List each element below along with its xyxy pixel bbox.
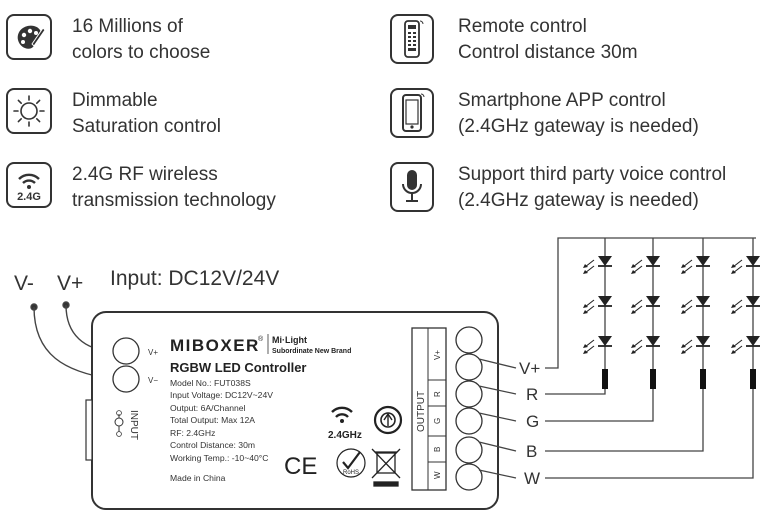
palette-icon: [6, 14, 52, 60]
feature-phone-line2: (2.4GHz gateway is needed): [458, 116, 699, 137]
output-terminal-block: [411, 327, 447, 491]
led-diode-icon: [631, 296, 660, 314]
led-diode-icon: [681, 296, 710, 314]
wire-r: [545, 389, 606, 395]
output-label-vplus: V+: [519, 359, 540, 378]
feature-rf-line2: transmission technology: [72, 190, 276, 211]
led-diode-icon: [731, 256, 760, 274]
spec-line: Total Output: Max 12A: [170, 415, 255, 425]
output-terminal-vplus-2: [455, 353, 483, 381]
weee-bin-icon: [371, 448, 401, 487]
led-diode-icon: [681, 336, 710, 354]
output-term-label: W: [433, 471, 442, 479]
input-terminal-vminus: [112, 365, 140, 393]
spec-line: Input Voltage: DC12V~24V: [170, 390, 273, 400]
microphone-icon: [390, 162, 434, 212]
led-diode-icon: [731, 336, 760, 354]
spec-line: Working Temp.: -10~40°C: [170, 453, 268, 463]
input-terminal-vplus: [112, 337, 140, 365]
output-term-label: G: [433, 418, 442, 424]
led-diode-icon: [731, 296, 760, 314]
pairing-icon: [373, 405, 403, 435]
output-label-g: G: [526, 412, 539, 431]
wire-vplus-bus: [545, 237, 756, 369]
led-diode-icon: [583, 256, 612, 274]
output-terminal-vplus: [455, 326, 483, 354]
wifi-2.4g-icon: 2.4G: [6, 162, 52, 208]
output-term-label: B: [433, 447, 442, 452]
feature-colors: 16 Millions of colors to choose: [6, 14, 210, 66]
led-diode-icon: [681, 256, 710, 274]
feature-rf-line1: 2.4G RF wireless: [72, 164, 218, 185]
output-terminal-b: [455, 436, 483, 464]
led-diode-icon: [583, 336, 612, 354]
feature-voice: Support third party voice control (2.4GHz…: [390, 162, 726, 214]
led-diode-icon: [631, 256, 660, 274]
rf-badge: 2.4GHz: [328, 430, 362, 441]
feature-phone-line1: Smartphone APP control: [458, 90, 666, 111]
feature-colors-line2: colors to choose: [72, 42, 211, 63]
led-diode-icon: [631, 336, 660, 354]
sun-icon: [6, 88, 52, 134]
product-name: RGBW LED Controller: [170, 360, 307, 375]
rohs-icon: RoHS: [336, 448, 366, 478]
wire-b: [545, 389, 704, 452]
output-tag: OUTPUT: [416, 391, 427, 432]
led-diode-icon: [583, 296, 612, 314]
spec-line: Model No.: FUT038S: [170, 378, 251, 388]
brand-reg: ®: [258, 335, 264, 343]
remote-icon: [390, 14, 434, 64]
resistor-icon: [650, 369, 656, 389]
led-strings: [583, 248, 760, 389]
feature-rf: 2.4G 2.4G RF wireless transmission techno…: [6, 162, 276, 214]
output-terminal-r: [455, 380, 483, 408]
input-tag: INPUT: [128, 410, 139, 440]
feature-dimmable-line1: Dimmable: [72, 90, 158, 111]
dc-plug-icon: [114, 410, 124, 437]
spec-line: Output: 6A/Channel: [170, 403, 246, 413]
sub-brand-2: Subordinate New Brand: [272, 348, 351, 355]
input-terminal-label-vminus: V−: [148, 376, 158, 385]
wifi-icon: [331, 406, 353, 423]
input-v-minus-label: V-: [14, 272, 34, 295]
feature-dimmable-line2: Saturation control: [72, 116, 221, 137]
feature-voice-line2: (2.4GHz gateway is needed): [458, 190, 699, 211]
output-label-r: R: [526, 385, 538, 404]
output-term-label: R: [433, 391, 442, 397]
input-voltage-label: Input: DC12V/24V: [110, 267, 279, 290]
spec-line: Control Distance: 30m: [170, 440, 255, 450]
resistor-icon: [700, 369, 706, 389]
feature-remote-line1: Remote control: [458, 16, 587, 37]
output-label-w: W: [524, 469, 540, 488]
spec-line: RF: 2.4GHz: [170, 428, 215, 438]
input-terminal-label-vplus: V+: [148, 348, 158, 357]
wire-g: [545, 389, 654, 422]
input-v-plus-label: V+: [57, 272, 83, 295]
rf-icon-badge: 2.4G: [17, 191, 41, 203]
output-terminal-g: [455, 407, 483, 435]
feature-phone: Smartphone APP control (2.4GHz gateway is…: [390, 88, 699, 140]
wire-w: [545, 389, 754, 479]
output-terminal-w: [455, 463, 483, 491]
rohs-label: RoHS: [343, 470, 359, 476]
brand-logo: MIBOXER: [170, 336, 260, 355]
output-label-b: B: [526, 442, 537, 461]
ce-mark: CE: [284, 453, 317, 480]
smartphone-icon: [390, 88, 434, 138]
resistor-icon: [602, 369, 608, 389]
feature-remote-line2: Control distance 30m: [458, 42, 638, 63]
made-in-label: Made in China: [170, 473, 226, 483]
output-term-label: V+: [433, 350, 442, 360]
feature-voice-line1: Support third party voice control: [458, 164, 727, 185]
feature-colors-line1: 16 Millions of: [72, 16, 183, 37]
sub-brand-1: Mi·Light: [272, 335, 307, 345]
resistor-icon: [750, 369, 756, 389]
